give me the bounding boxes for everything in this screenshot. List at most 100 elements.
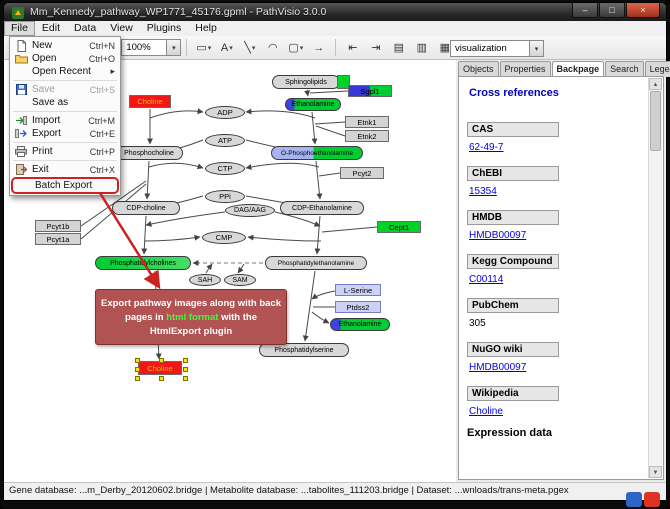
pathway-node-etnk1[interactable]: Etnk1 <box>345 116 389 128</box>
pathway-node-atp[interactable]: ATP <box>205 134 245 147</box>
menubar-item-plugins[interactable]: Plugins <box>146 22 182 34</box>
pathway-node-ethanolamine-top[interactable]: Ethanolamine <box>285 98 341 111</box>
open-folder-icon <box>14 53 28 64</box>
backpage-scrollbar[interactable]: ▲ ▼ <box>648 78 662 478</box>
align-right-button[interactable]: ⇥ <box>365 38 386 57</box>
pathway-node-adp[interactable]: ADP <box>205 106 245 119</box>
pathway-node-sgpl1[interactable]: Sgpl1 <box>348 85 392 97</box>
selection-handle[interactable] <box>135 376 140 381</box>
shape-tool-button[interactable]: ▢▾ <box>285 38 306 57</box>
crossref-link[interactable]: 15354 <box>469 186 497 197</box>
pathway-node-choline-top[interactable]: Choline <box>129 95 171 108</box>
crossref-link[interactable]: HMDB00097 <box>469 230 527 241</box>
file-menu-item-batch-export[interactable]: Batch Export <box>13 179 117 192</box>
menubar-item-file[interactable]: File <box>4 21 35 36</box>
distribute-horizontal-button[interactable]: ▤ <box>388 38 409 57</box>
print-icon <box>14 146 28 157</box>
minimize-button[interactable]: – <box>572 3 598 18</box>
visualization-value: visualization <box>455 43 507 54</box>
pathway-node-ptdss2[interactable]: Ptdss2 <box>335 301 381 313</box>
pathway-node-phosphatidylserine[interactable]: Phosphatidylserine <box>259 343 349 357</box>
label-tool-button[interactable]: A▾ <box>216 38 237 57</box>
arc-tool-button[interactable]: ◠ <box>262 38 283 57</box>
pathway-node-o-phosphoethanolamine[interactable]: O-Phosphoethanolamine <box>271 146 363 160</box>
tab-backpage[interactable]: Backpage <box>551 61 605 77</box>
pathway-node-cept1[interactable]: Cept1 <box>377 221 421 233</box>
align-left-button[interactable]: ⇤ <box>342 38 363 57</box>
tab-properties[interactable]: Properties <box>499 61 551 77</box>
file-menu-item-open-recent[interactable]: Open Recent▸ <box>10 65 120 78</box>
datanode-tool-button[interactable]: ▭▾ <box>193 38 214 57</box>
pathway-node-ethanolamine-bottom[interactable]: Ethanolamine <box>330 318 390 331</box>
selection-handle[interactable] <box>183 376 188 381</box>
selection-handle[interactable] <box>135 367 140 372</box>
selection-handle[interactable] <box>159 376 164 381</box>
crossref-title: PubChem <box>467 298 559 313</box>
window-controls: – □ × <box>571 3 660 18</box>
crossref-link[interactable]: Choline <box>469 406 503 417</box>
pathway-node-pcyt1b[interactable]: Pcyt1b <box>35 220 81 232</box>
menu-item-label: Open <box>32 53 57 64</box>
titlebar: Mm_Kennedy_pathway_WP1771_45176.gpml - P… <box>4 3 666 21</box>
pathway-node-l-serine[interactable]: L-Serine <box>335 284 381 296</box>
crossref-link[interactable]: C00114 <box>469 274 504 285</box>
pathway-node-pcyt2[interactable]: Pcyt2 <box>340 167 384 179</box>
maximize-button[interactable]: □ <box>599 3 625 18</box>
selection-handle[interactable] <box>183 358 188 363</box>
chevron-down-icon[interactable] <box>166 40 181 55</box>
tab-search[interactable]: Search <box>605 61 644 77</box>
tab-legend[interactable]: Legend <box>644 61 670 77</box>
pathway-node-sah[interactable]: SAH <box>189 274 221 286</box>
menubar-item-help[interactable]: Help <box>195 22 217 34</box>
visualization-combobox[interactable]: visualization <box>450 40 544 57</box>
crossref-link[interactable]: HMDB00097 <box>469 362 527 373</box>
pathway-node-cmp[interactable]: CMP <box>202 231 246 244</box>
menu-item-shortcut: Ctrl+E <box>89 128 115 139</box>
line-tool-button[interactable]: ╲▾ <box>239 38 260 57</box>
file-menu-item-save-as[interactable]: Save as <box>10 96 120 109</box>
pathway-node-dag-aag[interactable]: DAG/AAG <box>225 204 275 217</box>
selection-handle[interactable] <box>159 358 164 363</box>
connector-tool-button[interactable]: → <box>308 38 329 57</box>
blank-icon <box>14 66 28 77</box>
pathway-node-pcyt1a[interactable]: Pcyt1a <box>35 233 81 245</box>
menubar-item-edit[interactable]: Edit <box>41 22 61 34</box>
pathway-node-choline-selected[interactable]: Choline <box>138 361 182 375</box>
scrollbar-thumb[interactable] <box>650 91 661 151</box>
selection-handle[interactable] <box>183 367 188 372</box>
chevron-down-icon[interactable] <box>529 41 543 56</box>
menubar-item-view[interactable]: View <box>110 22 133 34</box>
pathway-node-cdp-ethanolamine[interactable]: CDP-Ethanolamine <box>280 201 364 215</box>
selection-handle[interactable] <box>135 358 140 363</box>
pathway-node-ppi[interactable]: PPi <box>205 190 245 203</box>
label-tool-icon: A <box>220 41 229 54</box>
pathway-node-ctp[interactable]: CTP <box>205 162 245 175</box>
toolbar-separator <box>335 39 337 56</box>
tab-objects[interactable]: Objects <box>458 61 499 77</box>
pathway-node-phosphocholine[interactable]: Phosphocholine <box>115 146 183 160</box>
zoom-combobox[interactable]: 100% <box>121 39 182 56</box>
pathway-node-cdp-choline[interactable]: CDP-choline <box>112 201 180 215</box>
pathway-node-etnk2[interactable]: Etnk2 <box>345 130 389 142</box>
scroll-up-icon[interactable]: ▲ <box>649 78 662 90</box>
close-button[interactable]: × <box>626 3 660 18</box>
pathway-node-gene-colored[interactable] <box>337 75 350 89</box>
menu-separator <box>13 142 117 143</box>
scroll-down-icon[interactable]: ▼ <box>649 466 662 478</box>
distribute-vertical-button[interactable]: ▥ <box>411 38 432 57</box>
menubar-item-data[interactable]: Data <box>74 22 97 34</box>
show-grid-button[interactable]: ▦ <box>434 38 455 57</box>
pathway-node-sphingolipids[interactable]: Sphingolipids <box>272 75 340 89</box>
pathway-node-sam[interactable]: SAM <box>224 274 256 286</box>
pathway-node-phosphatidylethanolamine[interactable]: Phosphatidylethanolamine <box>265 256 367 270</box>
crossref-link[interactable]: 62-49-7 <box>469 142 504 153</box>
pathway-node-phosphatidylcholines[interactable]: Phosphatidylcholines <box>95 256 191 270</box>
